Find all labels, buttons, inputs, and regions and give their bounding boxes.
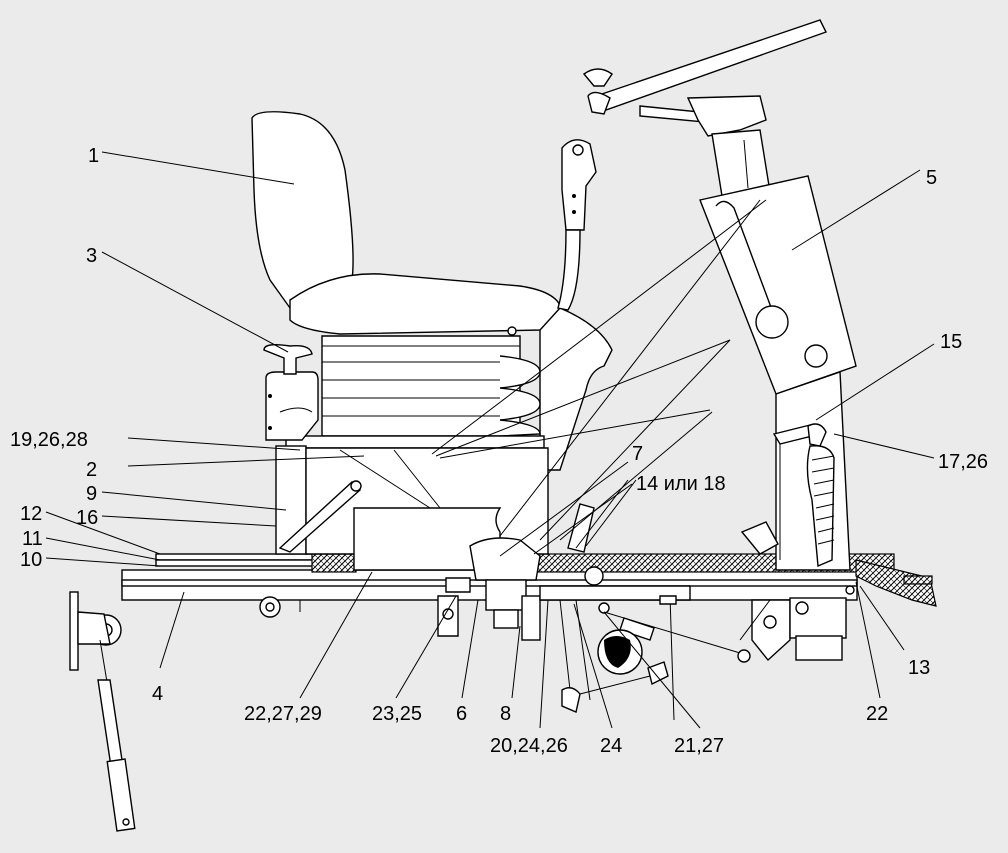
label-8: 8 [500,703,511,725]
label-16: 16 [76,507,98,529]
label-20-24-26: 20,24,26 [490,735,568,757]
callout-labels: 1 3 19,26,28 2 9 16 12 11 10 4 22,27,29 … [10,145,988,757]
label-24: 24 [600,735,622,757]
label-21-27: 21,27 [674,735,724,757]
label-23-25: 23,25 [372,703,422,725]
label-1: 1 [88,145,99,167]
label-11: 11 [22,528,43,550]
label-5: 5 [926,167,937,189]
label-15: 15 [940,331,962,353]
seat [251,111,613,571]
pedal-boot [772,423,835,568]
label-2: 2 [86,459,97,481]
label-3: 3 [86,245,97,267]
label-14-or-18: 14 или 18 [636,473,726,495]
label-4: 4 [152,683,163,705]
rear-linkage [69,591,136,832]
label-22-27-29: 22,27,29 [244,703,322,725]
label-17-26: 17,26 [938,451,988,473]
label-10: 10 [20,549,42,571]
control-lever [557,139,597,311]
label-9: 9 [86,483,97,505]
label-6: 6 [456,703,467,725]
label-13: 13 [908,657,930,679]
leader-lines [45,151,935,729]
label-22: 22 [866,703,888,725]
label-7: 7 [632,443,643,465]
under-floor-mechanism [437,537,855,721]
label-19-26-28: 19,26,28 [10,429,88,451]
label-12: 12 [20,503,42,525]
